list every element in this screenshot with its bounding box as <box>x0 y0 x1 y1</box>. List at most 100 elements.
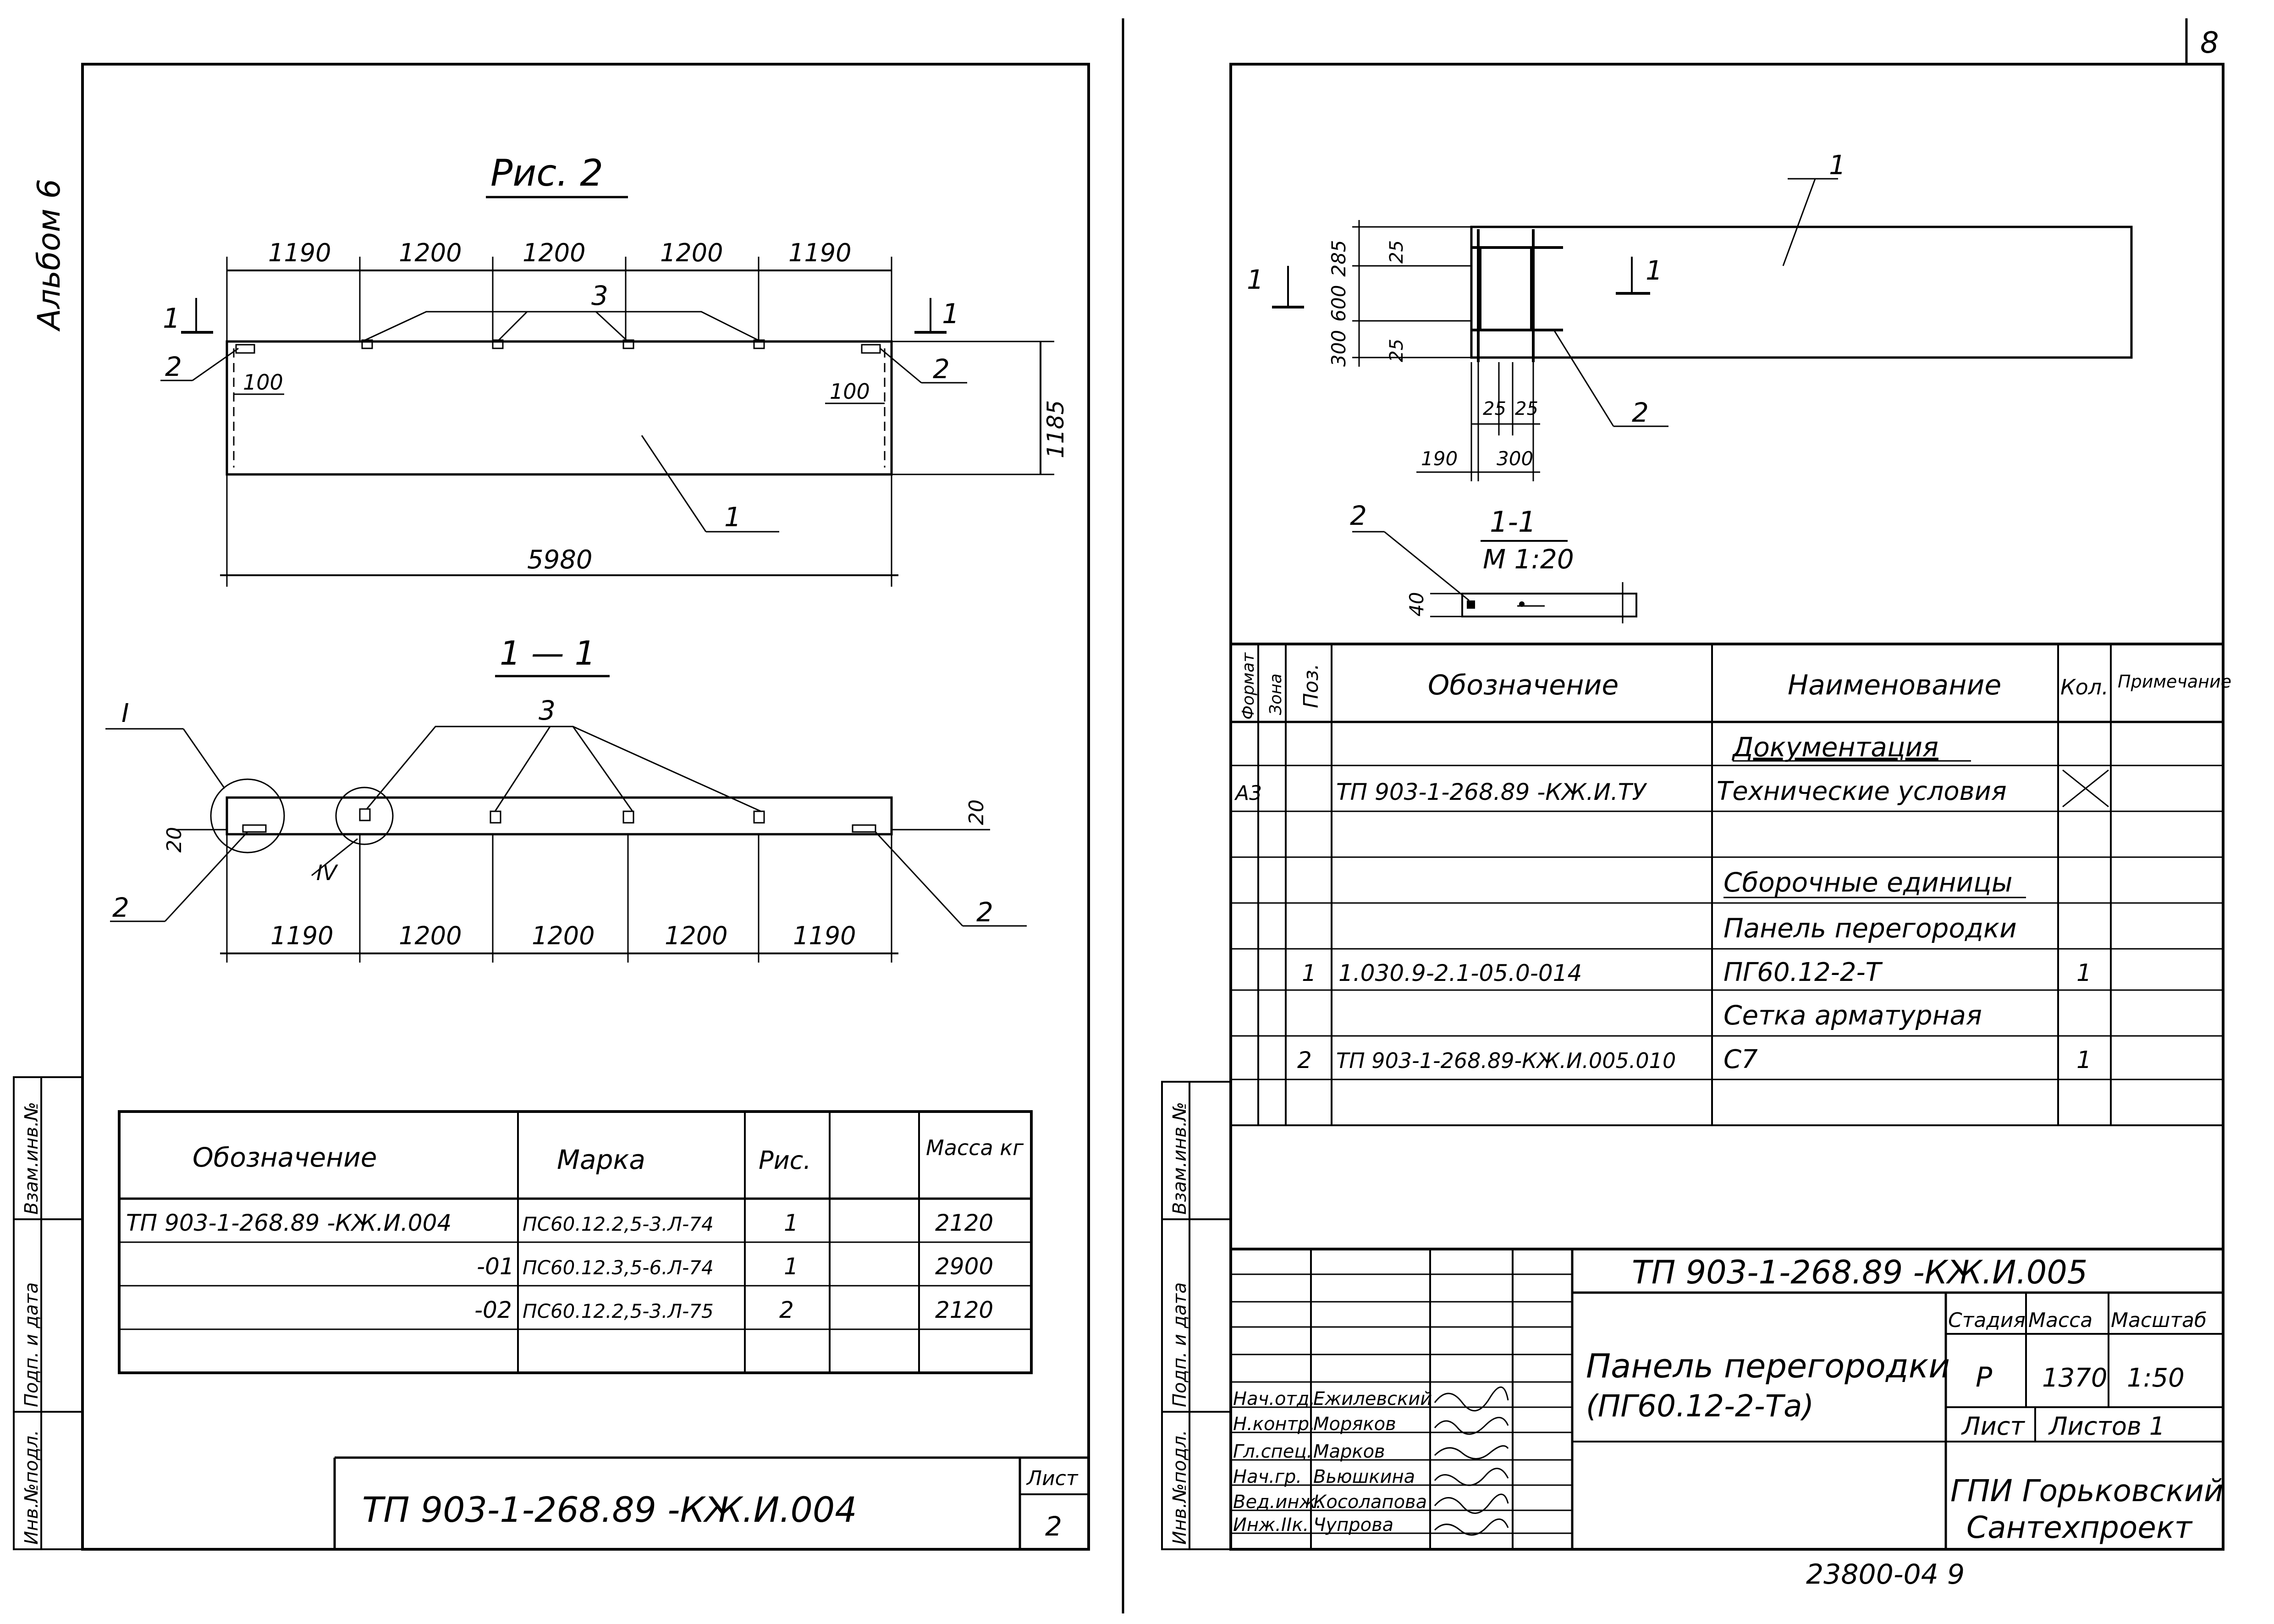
title-stage-label: Стадия <box>1948 1309 2026 1332</box>
marks-row3-mark: ПС60.12.2,5-3.Л-75 <box>523 1300 714 1322</box>
title-org-line1: ГПИ Горьковский <box>1950 1473 2224 1508</box>
title-sheet-label: Лист <box>1961 1412 2025 1441</box>
r-margin-label-vzam: Взам.инв.№ <box>1169 1102 1190 1215</box>
right-sheet-frame <box>1229 63 2224 1551</box>
section-side-dim-left: 20 <box>163 827 186 853</box>
left-margin-strip: Взам.инв.№ Подп. и дата Инв.№подл. <box>13 1076 83 1550</box>
spec-header-qty: Кол. <box>2060 675 2109 699</box>
mesh-section: 1-1 М 1:20 40 2 <box>1350 500 1637 623</box>
detail-mark-1: I <box>121 699 129 728</box>
spec-row-mesh-qty: 1 <box>2076 1046 2092 1074</box>
r-margin-label-podp: Подп. и дата <box>1169 1283 1190 1407</box>
mesh-callout-1: 1 <box>1829 149 1846 181</box>
title-org-line2: Сантехпроект <box>1966 1510 2193 1545</box>
figure-title: Рис. 2 <box>490 152 603 194</box>
spec-row-panel-code: 1.030.9-2.1-05.0-014 <box>1338 960 1582 986</box>
spec-table: Формат Зона Поз. Обозначение Наименовани… <box>1231 643 2231 1126</box>
section-mark-left: 1 <box>163 303 180 335</box>
spec-row-assemblies: Сборочные единицы <box>1723 867 2013 898</box>
signer-4-name: Вьюшкина <box>1313 1466 1415 1487</box>
marks-row1-mark: ПС60.12.2,5-3.Л-74 <box>523 1213 714 1235</box>
title-stage-value: Р <box>1976 1361 1993 1393</box>
plan-dim-5: 1190 <box>788 238 851 267</box>
section-callout-2-right: 2 <box>976 897 993 928</box>
title-scale-label: Масштаб <box>2111 1309 2207 1332</box>
left-sheet: Альбом 6 Взам.инв.№ Подп. и дата Инв.№по… <box>13 63 1090 1551</box>
marks-header-fig: Рис. <box>759 1146 811 1175</box>
signer-1-name: Ежилевский <box>1313 1388 1432 1409</box>
signer-2-role: Н.контр. <box>1233 1414 1315 1435</box>
section-side-dim-right: 20 <box>965 799 988 825</box>
spec-row-mesh-pos: 2 <box>1297 1047 1312 1073</box>
signer-6-name: Чупрова <box>1313 1514 1393 1536</box>
marks-row1-mass: 2120 <box>935 1210 993 1236</box>
marks-row2-mark: ПС60.12.3,5-6.Л-74 <box>523 1256 714 1279</box>
detail-mark-4: IV <box>316 860 339 885</box>
total-length-dim: 5980 <box>527 545 593 575</box>
margin-label-inv: Инв.№подл. <box>21 1430 42 1545</box>
title-block-code: ТП 903-1-268.89 -КЖ.И.005 <box>1632 1254 2087 1291</box>
mesh-section-label: 1-1 <box>1490 505 1536 539</box>
signer-4-role: Нач.гр. <box>1233 1466 1302 1487</box>
plan-callout-2-left: 2 <box>165 351 182 382</box>
section-dim-2: 1200 <box>399 921 462 950</box>
marks-header-designation: Обозначение <box>193 1142 377 1173</box>
spec-header-pos: Поз. <box>1299 664 1323 708</box>
signer-5-role: Вед.инж. <box>1233 1492 1321 1513</box>
title-block-title: Панель перегородки <box>1586 1347 1950 1385</box>
title-scale-value: 1:50 <box>2127 1363 2185 1393</box>
mesh-section-dim: 40 <box>1405 592 1428 617</box>
title-mass-label: Масса <box>2028 1309 2092 1332</box>
album-label: Альбом 6 <box>31 179 67 332</box>
signer-6-role: Инж.IIк. <box>1233 1514 1309 1536</box>
marks-row1-fig: 1 <box>784 1210 798 1236</box>
spec-row-tu-code: ТП 903-1-268.89 -КЖ.И.ТУ <box>1336 779 1647 805</box>
offset-dim-left: 100 <box>243 370 283 395</box>
section-dim-3: 1200 <box>532 921 595 950</box>
spec-header-name: Наименование <box>1788 669 2001 701</box>
margin-label-vzam: Взам.инв.№ <box>21 1102 42 1215</box>
marks-row2-fig: 1 <box>784 1253 798 1280</box>
title-block-subtitle: (ПГ60.12-2-Та) <box>1586 1388 1814 1424</box>
r-margin-label-inv: Инв.№подл. <box>1169 1430 1190 1545</box>
spec-row-mesh-group: Сетка арматурная <box>1723 1000 1982 1031</box>
section-dim-5: 1190 <box>793 921 856 950</box>
marks-header-mass: Масса кг <box>926 1135 1024 1160</box>
right-sheet: 8 Взам.инв.№ Подп. и дата Инв.№подл. 300… <box>1161 18 2231 1591</box>
signer-1-role: Нач.отд. <box>1233 1388 1315 1409</box>
signer-5-name: Косолапова <box>1313 1492 1427 1513</box>
plan-dim-small-2: 25 <box>1386 339 1407 362</box>
marks-header-mark: Марка <box>557 1144 645 1175</box>
spec-header-format: Формат <box>1239 652 1258 720</box>
left-stamp: ТП 903-1-268.89 -КЖ.И.004 Лист 2 <box>333 1456 1089 1549</box>
spec-header-zone: Зона <box>1266 673 1285 715</box>
mesh-section-mark-right: 1 <box>1646 255 1663 286</box>
height-dim: 1185 <box>1042 400 1069 458</box>
marks-row1-code: ТП 903-1-268.89 -КЖ.И.004 <box>126 1210 451 1236</box>
marks-row2-code: -01 <box>477 1253 514 1280</box>
mesh-plan: 300600285 25 25 1 1 1 2 25 <box>1247 149 2133 481</box>
title-block: Нач.отд. Ежилевский Н.контр. Моряков Гл.… <box>1231 1248 2224 1549</box>
plan-callout-2-right: 2 <box>933 353 950 385</box>
spec-row-tu-format: А3 <box>1234 782 1262 805</box>
archive-number: 23800-04 9 <box>1806 1558 1965 1591</box>
plan-callout-3: 3 <box>591 280 608 311</box>
marks-row3-code: -02 <box>474 1297 512 1323</box>
spec-row-panel-group: Панель перегородки <box>1723 913 2017 944</box>
page-number: 8 <box>2200 26 2219 60</box>
left-stamp-sheet-label: Лист <box>1026 1467 1079 1490</box>
mesh-callout-2: 2 <box>1632 397 1649 428</box>
plan-dim-1: 1190 <box>268 238 331 267</box>
mesh-section-scale: М 1:20 <box>1483 544 1574 575</box>
section-dim-1: 1190 <box>270 921 333 950</box>
marks-row2-mass: 2900 <box>935 1253 993 1280</box>
signer-3-name: Марков <box>1313 1441 1385 1462</box>
spec-header-designation: Обозначение <box>1428 669 1619 701</box>
section-view: 1 — 1 3 I IV 2 <box>105 634 1027 963</box>
signer-3-role: Гл.спец. <box>1233 1441 1312 1462</box>
spec-row-panel-qty: 1 <box>2076 959 2092 987</box>
spec-row-panel-pos: 1 <box>1302 960 1316 986</box>
spec-row-tu-name: Технические условия <box>1717 776 2007 806</box>
plan-callout-1: 1 <box>724 501 741 533</box>
